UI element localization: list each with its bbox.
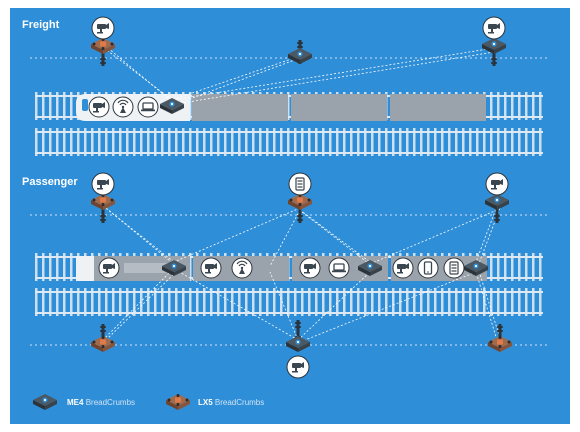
freight-node-left [91, 16, 115, 66]
passenger-links [102, 205, 501, 343]
passenger-track-lower [35, 288, 543, 316]
passenger-node-top-right [485, 172, 509, 223]
passenger-node-top-center [288, 172, 312, 223]
freight-node-center [288, 40, 312, 64]
freight-node-right [482, 16, 506, 66]
legend-me4-model: ME4 [67, 398, 84, 407]
legend-lx5-device-icon [166, 394, 190, 410]
freight-links [103, 47, 495, 105]
passenger-node-top-left [91, 172, 115, 223]
freight-train [76, 94, 486, 121]
freight-onboard-devices [88, 96, 184, 118]
passenger-node-bottom-center [286, 320, 310, 379]
legend-me4: ME4 BreadCrumbs [67, 398, 135, 407]
freight-section-label: Freight [22, 19, 60, 31]
legend-me4-suffix: BreadCrumbs [85, 398, 136, 407]
passenger-node-bottom-left [91, 324, 115, 352]
legend-lx5: LX5 BreadCrumbs [198, 398, 264, 407]
legend-me4-device-icon [33, 394, 57, 410]
freight-car-1 [192, 94, 288, 121]
freight-car-2 [291, 94, 387, 121]
passenger-node-bottom-right [488, 324, 512, 352]
freight-track-lower [35, 128, 543, 156]
legend-lx5-suffix: BreadCrumbs [214, 398, 265, 407]
passenger-onboard-devices [98, 257, 488, 279]
passenger-section-label: Passenger [22, 176, 78, 188]
legend-lx5-model: LX5 [198, 398, 213, 407]
freight-car-3 [390, 94, 486, 121]
